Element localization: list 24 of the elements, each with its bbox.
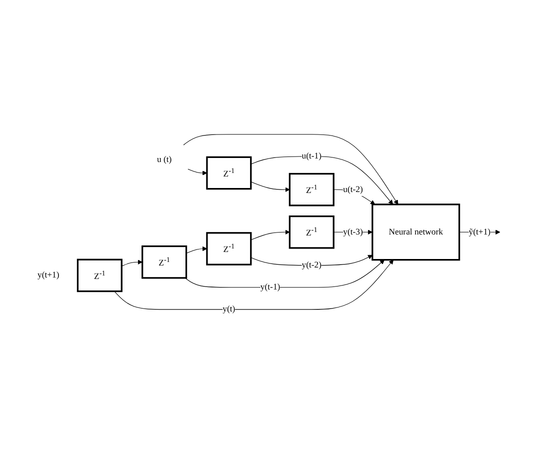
- node-box: Z$^{-1}$: [206, 232, 252, 266]
- arrow: [121, 260, 143, 266]
- arrow: [186, 246, 208, 254]
- arrow: [188, 168, 208, 176]
- node-box: Z$^{-1}$: [288, 172, 334, 206]
- node-box: Z$^{-1}$: [142, 245, 188, 279]
- node-box: Neural network: [372, 203, 460, 260]
- edge-label: y(t-2): [302, 260, 322, 270]
- arrow: [250, 254, 373, 266]
- arrow: [184, 259, 385, 288]
- edge-label: u(t-2): [343, 184, 363, 194]
- node-box: Z$^{-1}$: [288, 215, 334, 249]
- node-box: Z$^{-1}$: [206, 156, 252, 190]
- edge-label: u(t-1): [302, 151, 322, 161]
- node-label: y(t+1): [37, 270, 60, 280]
- edge-label: y(t): [222, 304, 236, 314]
- edge-label: ỹ(t+1): [468, 227, 491, 236]
- node-text: u (t): [156, 154, 172, 164]
- edge-label: y(t-1): [260, 282, 280, 292]
- edge-label: y(t-3): [343, 227, 363, 236]
- arrow: [250, 230, 290, 240]
- node-box: Z$^{-1}$: [76, 258, 122, 292]
- arrow: [114, 259, 394, 310]
- arrow: [250, 181, 290, 192]
